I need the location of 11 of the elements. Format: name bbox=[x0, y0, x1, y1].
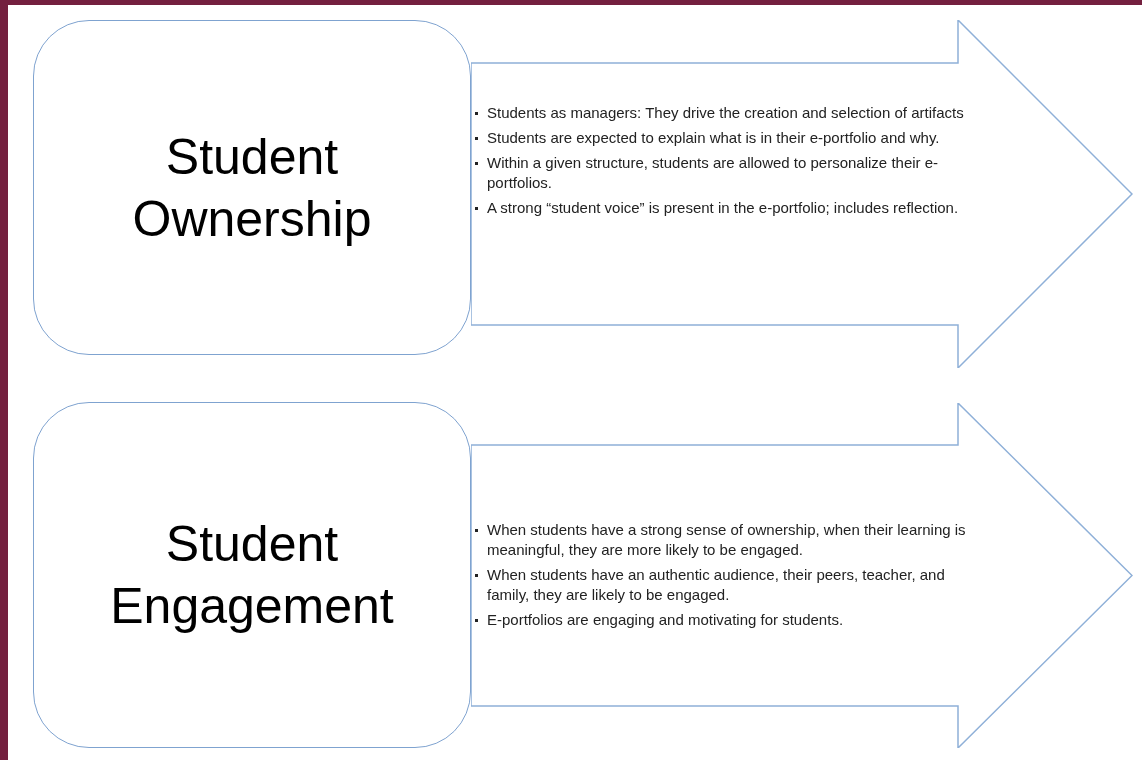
rounded-box bbox=[33, 402, 471, 748]
bullet-text: When students have an authentic audience, their peers, teacher, and family, they are likely to be engaged. bbox=[487, 565, 946, 605]
box-title: Student Ownership bbox=[131, 127, 373, 249]
bullet-text: A strong “student voice” is present in the e-portfolio; includes reflection. bbox=[487, 198, 959, 218]
bullet-text: Students as managers: They drive the creation and selection of artifacts bbox=[487, 103, 964, 123]
rounded-box bbox=[33, 20, 471, 355]
bullet-text: E-portfolios are engaging and motivating for students. bbox=[487, 610, 844, 630]
bullet-text: Students are expected to explain what is in their e-portfolio and why. bbox=[487, 128, 940, 148]
bullet-text: Within a given structure, students are allowed to personalize their e-portfolios. bbox=[487, 153, 940, 193]
bullet-text: When students have a strong sense of ownership, when their learning is meaningful, they are more likely to be engaged. bbox=[487, 520, 967, 560]
box-title: Student Engagement bbox=[109, 515, 395, 636]
